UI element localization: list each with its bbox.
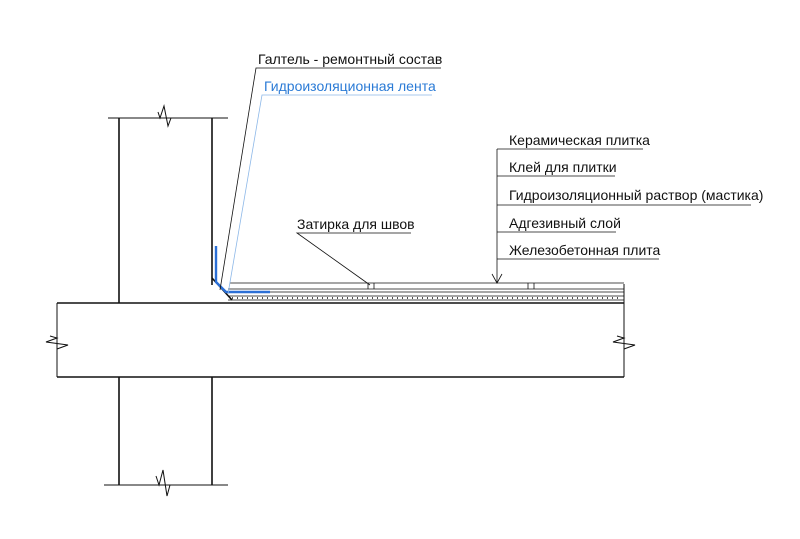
leader-lines: [219, 67, 751, 291]
label-fillet: Галтель - ремонтный состав: [258, 51, 442, 67]
wall-upper: [108, 117, 228, 303]
label-grout: Затирка для швов: [297, 216, 415, 232]
floor-layers: [228, 282, 624, 301]
label-tape: Гидроизоляционная лента: [264, 78, 436, 94]
tile-joints: [367, 283, 535, 289]
wall-lower: [104, 377, 228, 486]
label-layer-slab: Железобетонная плита: [509, 242, 661, 258]
label-layer-mastic: Гидроизоляционный раствор (мастика): [509, 187, 763, 203]
waterproofing-tape: [214, 246, 270, 294]
break-mark-slab-right: [612, 335, 636, 350]
break-mark-wall-bottom: [155, 469, 171, 497]
label-layer-tile: Керамическая плитка: [509, 132, 650, 148]
label-layer-primer: Адгезивный слой: [509, 215, 621, 231]
break-mark-wall-top: [157, 104, 172, 128]
break-mark-slab-left: [45, 335, 69, 350]
tape-leader: [227, 94, 432, 295]
label-layer-adhesive: Клей для плитки: [509, 159, 617, 175]
concrete-slab: [56, 284, 625, 378]
